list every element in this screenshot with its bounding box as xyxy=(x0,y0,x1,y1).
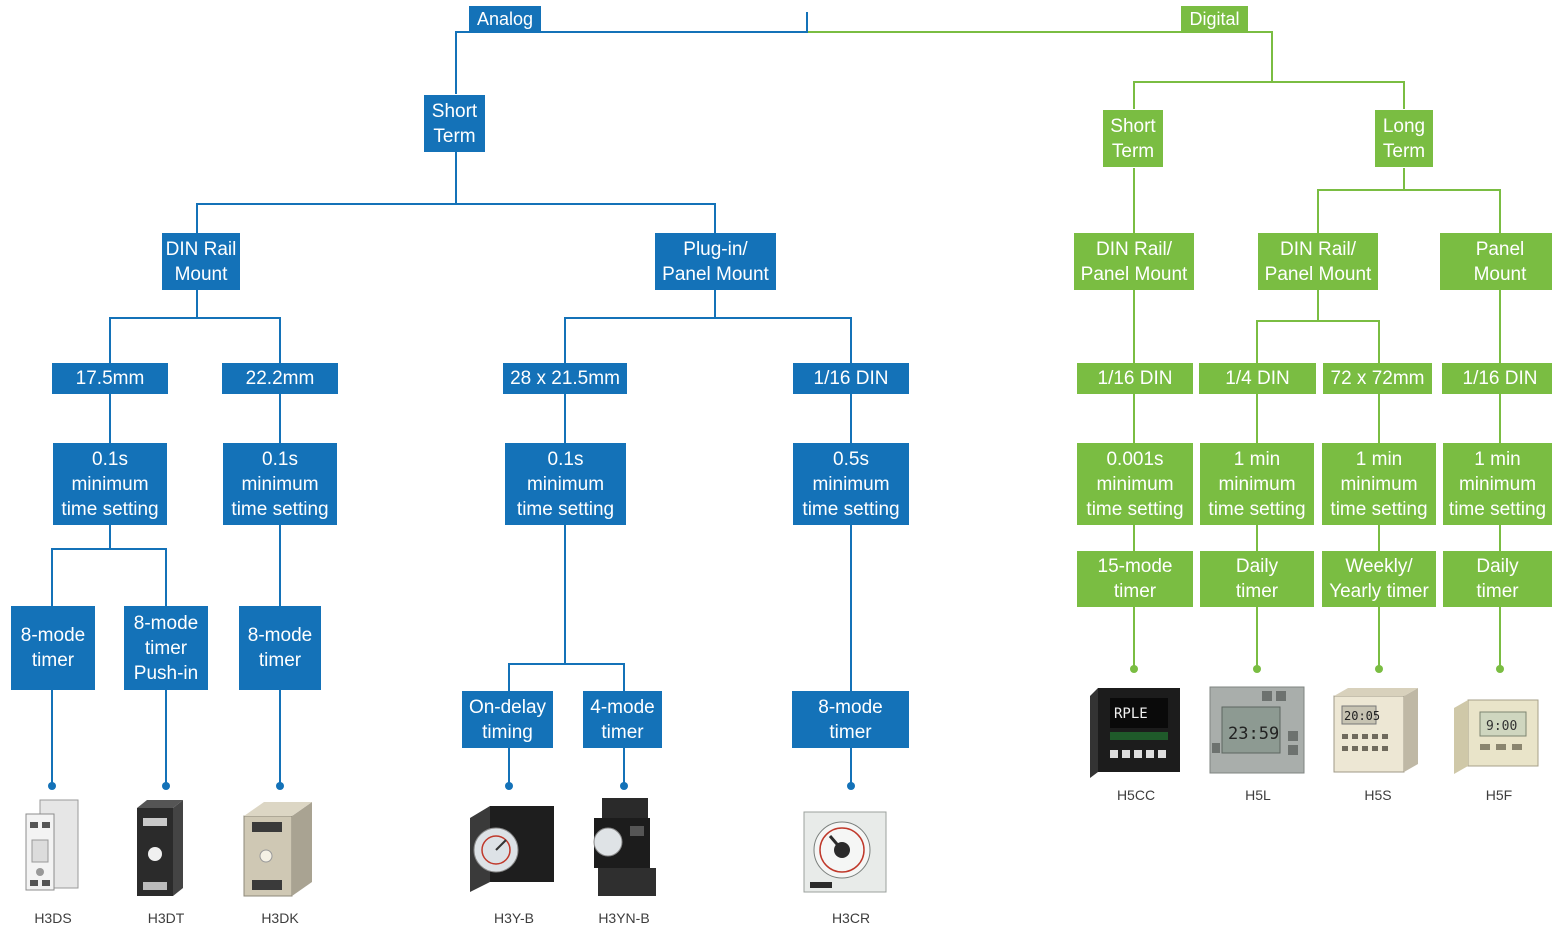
analog-connectors xyxy=(51,12,852,786)
lcd-timer-icon: 23:59 xyxy=(1209,686,1305,774)
analog-setting-node: 0.1s minimum time setting xyxy=(53,443,167,525)
digital-size-node: 1/16 DIN xyxy=(1442,363,1552,394)
analog-mode-node: 4-mode timer xyxy=(583,691,662,748)
digital-term-node: Long Term xyxy=(1375,110,1433,167)
dial-timer-icon xyxy=(803,811,887,893)
analog-mode-node: 8-mode timer xyxy=(11,606,95,690)
product-label-h5cc: H5CC xyxy=(1116,787,1156,803)
product-label-h3yn-b: H3YN-B xyxy=(598,910,650,926)
analog-mount-node: DIN Rail Mount xyxy=(162,233,240,290)
digital-mode-node: Daily timer xyxy=(1443,551,1552,607)
weekly-timer-icon: 20:05 xyxy=(1333,688,1418,773)
analog-mount-node: Plug-in/ Panel Mount xyxy=(655,233,776,290)
product-label-h3dt: H3DT xyxy=(147,910,185,926)
svg-text:23:59: 23:59 xyxy=(1228,724,1279,744)
product-label-h3ds: H3DS xyxy=(34,910,72,926)
svg-text:9:00: 9:00 xyxy=(1486,719,1517,734)
digital-setting-node: 1 min minimum time setting xyxy=(1443,443,1552,525)
digital-setting-node: 1 min minimum time setting xyxy=(1200,443,1314,525)
product-label-h5f: H5F xyxy=(1485,787,1513,803)
plug-in-timer-socket-icon xyxy=(593,798,656,896)
analog-mode-node: 8-mode timer xyxy=(239,606,321,690)
analog-mode-node: On-delay timing xyxy=(462,691,553,748)
analog-term-node: Short Term xyxy=(424,95,485,152)
analog-size-node: 17.5mm xyxy=(52,363,168,394)
digital-connector-dots xyxy=(1130,665,1504,673)
digital-connectors xyxy=(808,31,1501,669)
din-rail-timer-dark-icon xyxy=(137,800,183,896)
analog-setting-node: 0.5s minimum time setting xyxy=(793,443,909,525)
product-label-h3dk: H3DK xyxy=(261,910,299,926)
panel-timer-icon: 9:00 xyxy=(1454,699,1539,774)
analog-mode-node: 8-mode timer xyxy=(792,691,909,748)
digital-root: Digital xyxy=(1181,6,1248,31)
analog-setting-node: 0.1s minimum time setting xyxy=(223,443,337,525)
analog-size-node: 1/16 DIN xyxy=(793,363,909,394)
digital-mount-node: Panel Mount xyxy=(1440,233,1552,290)
digital-size-node: 1/16 DIN xyxy=(1077,363,1193,394)
digital-size-node: 72 x 72mm xyxy=(1323,363,1432,394)
svg-text:20:05: 20:05 xyxy=(1344,709,1380,723)
product-label-h5l: H5L xyxy=(1245,787,1271,803)
product-label-h3y-b: H3Y-B xyxy=(494,910,534,926)
digital-mode-node: 15-mode timer xyxy=(1077,551,1193,607)
analog-size-node: 28 x 21.5mm xyxy=(503,363,627,394)
plug-in-timer-icon xyxy=(470,806,554,892)
digital-size-node: 1/4 DIN xyxy=(1199,363,1316,394)
digital-term-node: Short Term xyxy=(1103,110,1163,167)
digital-mode-node: Daily timer xyxy=(1200,551,1314,607)
svg-text:RPLE: RPLE xyxy=(1114,706,1148,722)
analog-root: Analog xyxy=(469,6,541,31)
digital-mount-node: DIN Rail/ Panel Mount xyxy=(1258,233,1378,290)
digital-counter-timer-icon: RPLE xyxy=(1090,688,1180,778)
digital-mode-node: Weekly/ Yearly timer xyxy=(1322,551,1436,607)
product-label-h3cr: H3CR xyxy=(831,910,871,926)
analog-size-node: 22.2mm xyxy=(222,363,338,394)
din-rail-timer-light-icon xyxy=(25,799,79,891)
analog-setting-node: 0.1s minimum time setting xyxy=(505,443,626,525)
digital-setting-node: 1 min minimum time setting xyxy=(1322,443,1436,525)
product-label-h5s: H5S xyxy=(1364,787,1392,803)
analog-mode-node: 8-mode timer Push-in xyxy=(124,606,208,690)
din-rail-timer-beige-icon xyxy=(243,802,312,897)
digital-mount-node: DIN Rail/ Panel Mount xyxy=(1074,233,1194,290)
analog-connector-dots xyxy=(48,782,855,790)
digital-setting-node: 0.001s minimum time setting xyxy=(1077,443,1193,525)
